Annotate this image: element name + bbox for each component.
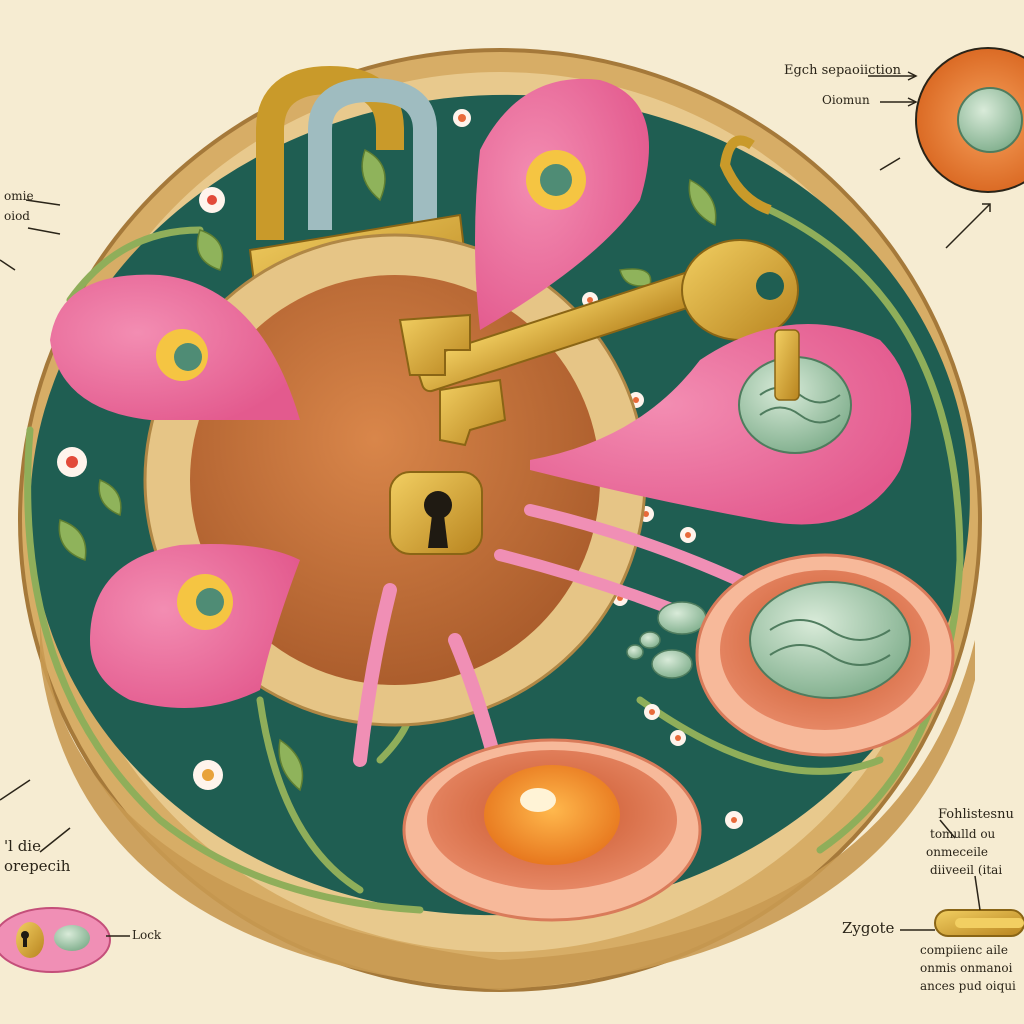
- seed-ball: [738, 329, 852, 454]
- leaves: [58, 148, 717, 792]
- vines: [24, 206, 964, 914]
- golden-key: [398, 135, 799, 447]
- label-right-mid-1: Fohlistesnu: [938, 807, 1014, 822]
- label-left-bottom-2: orepecih: [4, 857, 71, 875]
- label-left-top-1: omie: [4, 189, 34, 203]
- label-left-bottom-1: 'l die: [4, 837, 41, 855]
- label-right-bottom-2: onmis onmanoi: [920, 961, 1013, 975]
- label-top-right-2: Oiomun: [822, 93, 870, 107]
- label-top-right-1: Egch sepaoiiction: [784, 63, 902, 78]
- label-zygote: Zygote: [842, 919, 895, 937]
- label-right-bottom-3: ances pud oiqui: [920, 979, 1016, 993]
- label-right-mid-4: diiveeil (itai: [930, 863, 1003, 877]
- ovule-dish-bottom: [402, 738, 702, 922]
- leader-lines: [0, 71, 991, 937]
- label-right-bottom-1: compiienc aile: [920, 943, 1008, 957]
- label-left-top-2: oiod: [4, 209, 30, 223]
- label-right-mid-3: onmeceile: [926, 845, 989, 859]
- inset-lock: [0, 907, 111, 973]
- small-flowers: [57, 109, 743, 829]
- green-beads: [626, 601, 707, 679]
- label-lock: Lock: [132, 928, 162, 942]
- label-right-mid-2: tomulld ou: [930, 827, 996, 841]
- inset-zygote: [934, 909, 1024, 937]
- ovule-dish-right: [695, 553, 955, 757]
- inset-ovule: [915, 47, 1024, 193]
